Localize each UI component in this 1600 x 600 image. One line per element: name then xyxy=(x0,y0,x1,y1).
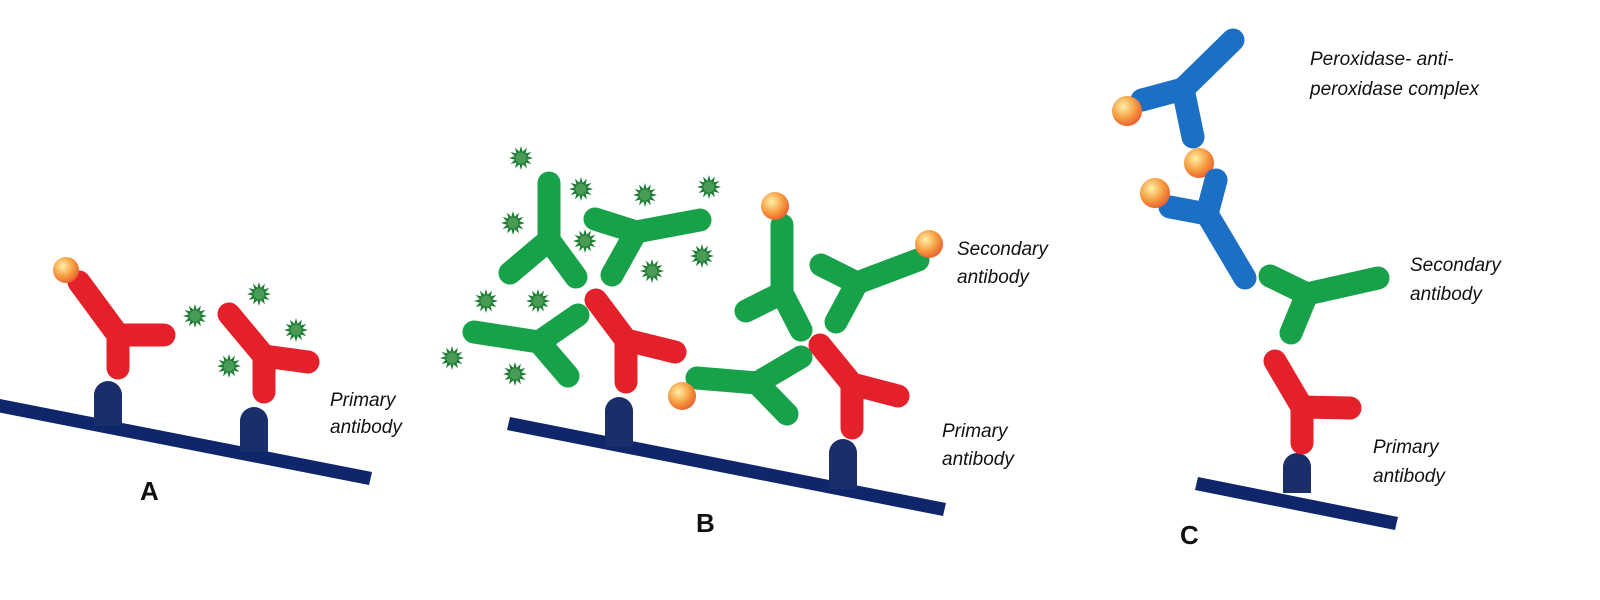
surface-bar-b xyxy=(507,417,946,516)
secondary-antibody-b1 xyxy=(498,171,588,289)
primary-antibody-b1 xyxy=(584,288,687,394)
secondary-antibody-label-c-line2: antibody xyxy=(1410,284,1482,305)
fluorophore-1 xyxy=(183,304,207,328)
secondary-antibody-label-b-line1: Secondary xyxy=(957,239,1048,260)
surface-bar-a xyxy=(0,399,372,485)
panel-c xyxy=(1112,28,1398,530)
fluorophore-4 xyxy=(217,354,241,378)
anchor-b1 xyxy=(605,397,633,447)
pap-antibody-upper xyxy=(1130,28,1245,149)
fluorophore-11 xyxy=(640,259,664,283)
pap-complex-label-line1: Peroxidase- anti- xyxy=(1310,49,1454,70)
pap-complex-label-line2: peroxidase complex xyxy=(1310,79,1479,100)
panel-b xyxy=(440,146,946,516)
fluorophore-2 xyxy=(247,282,271,306)
primary-antibody-label-c-line2: antibody xyxy=(1373,466,1445,487)
fluorophore-13 xyxy=(474,289,498,313)
primary-antibody-a2 xyxy=(217,302,320,404)
fluorophore-14 xyxy=(526,289,550,313)
primary-antibody-label-b-line2: antibody xyxy=(942,449,1014,470)
fluorophore-6 xyxy=(569,177,593,201)
fluorophore-9 xyxy=(633,183,657,207)
secondary-antibody-b4 xyxy=(734,213,813,342)
enzyme-bead-a1 xyxy=(53,257,79,283)
fluorophore-10 xyxy=(697,175,721,199)
fluorophore-8 xyxy=(573,229,597,253)
fluorophore-16 xyxy=(503,362,527,386)
secondary-antibody-c1 xyxy=(1258,264,1390,345)
fluorophore-7 xyxy=(501,211,525,235)
primary-antibody-b2 xyxy=(808,333,910,440)
panel-label-b: B xyxy=(696,508,715,538)
fluorophore-group-a xyxy=(183,282,308,378)
secondary-antibody-b6 xyxy=(685,345,813,426)
enzyme-bead-c2 xyxy=(1184,148,1214,178)
enzyme-bead-b3 xyxy=(668,382,696,410)
primary-antibody-label-c-line1: Primary xyxy=(1373,437,1439,458)
pap-antibody-lower xyxy=(1158,168,1257,290)
secondary-antibody-b2 xyxy=(583,207,712,287)
primary-antibody-c1 xyxy=(1263,349,1362,455)
secondary-antibody-b3 xyxy=(462,303,590,388)
anchor-a2 xyxy=(240,407,268,452)
panel-label-c: C xyxy=(1180,520,1199,550)
primary-antibody-label-b-line1: Primary xyxy=(942,421,1008,442)
fluorophore-group-b xyxy=(440,146,721,386)
fluorophore-12 xyxy=(690,244,714,268)
secondary-antibody-label-b-line2: antibody xyxy=(957,267,1029,288)
fluorophore-5 xyxy=(509,146,533,170)
enzyme-bead-b1 xyxy=(761,192,789,220)
anchor-c1 xyxy=(1283,453,1311,493)
panel-a xyxy=(0,257,372,485)
primary-antibody-label-a-line2: antibody xyxy=(330,417,402,438)
fluorophore-15 xyxy=(440,346,464,370)
primary-antibody-label-a-line1: Primary xyxy=(330,390,396,411)
anchor-b2 xyxy=(829,439,857,489)
anchor-a1 xyxy=(94,381,122,426)
fluorophore-3 xyxy=(284,318,308,342)
enzyme-bead-c3 xyxy=(1140,178,1170,208)
secondary-antibody-label-c-line1: Secondary xyxy=(1410,255,1501,276)
panel-label-a: A xyxy=(140,476,159,506)
enzyme-bead-b2 xyxy=(915,230,943,258)
surface-bar-c xyxy=(1195,477,1398,530)
enzyme-bead-c1 xyxy=(1112,96,1142,126)
primary-antibody-a1 xyxy=(67,270,176,380)
secondary-antibody-b5 xyxy=(809,248,930,334)
